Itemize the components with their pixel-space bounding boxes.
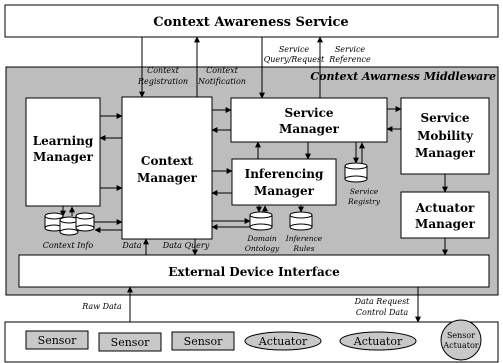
- device-sensor-actuator: Sensor Actuator: [440, 319, 482, 361]
- connectors: [60, 36, 448, 323]
- device-sensor-actuator-label-1: Sensor: [447, 331, 475, 340]
- learning-manager-label-1: Learning: [33, 134, 94, 148]
- service-mobility-manager-label-2: Mobility: [417, 129, 474, 143]
- device-sensor-2-label: Sensor: [111, 336, 150, 349]
- service-mobility-manager-label-3: Manager: [415, 146, 476, 160]
- device-sensor-3: Sensor: [171, 331, 235, 351]
- label-data-query: Data Query: [162, 241, 210, 250]
- inferencing-manager-box: [231, 158, 337, 206]
- label-inference-rules-2: Rules: [292, 244, 314, 253]
- actuator-manager-label-1: Actuator: [415, 201, 475, 215]
- service-manager-label-1: Service: [284, 106, 333, 120]
- service-registry-db: [344, 162, 368, 183]
- service-manager-box: [230, 97, 388, 143]
- inferencing-manager-label-2: Manager: [254, 184, 315, 198]
- external-device-interface-box: [18, 254, 490, 288]
- label-data: Data: [121, 241, 141, 250]
- device-sensor-1-label: Sensor: [38, 334, 77, 347]
- label-data-request-2: Control Data: [356, 308, 408, 317]
- label-service-reference-1: Service: [335, 45, 366, 54]
- label-data-request-1: Data Request: [354, 297, 411, 306]
- label-domain-ontology-1: Domain: [246, 234, 277, 243]
- device-actuator-1: Actuator: [244, 331, 322, 351]
- label-context-registration-1: Context: [147, 66, 180, 75]
- service-mobility-manager-label-1: Service: [420, 111, 469, 125]
- actuator-manager-label-2: Manager: [415, 217, 476, 231]
- actuator-manager-box: [400, 191, 490, 239]
- external-device-interface-label: External Device Interface: [168, 265, 340, 279]
- device-sensor-actuator-label-2: Actuator: [442, 341, 478, 350]
- learning-manager-box: [25, 97, 101, 207]
- device-actuator-1-label: Actuator: [258, 335, 308, 348]
- context-manager-label-1: Context: [141, 154, 194, 168]
- label-context-notification-2: Notification: [197, 77, 246, 86]
- middleware-title: Context Awarness Middleware: [310, 70, 496, 83]
- device-sensor-1: Sensor: [25, 330, 89, 350]
- context-manager-box: [121, 96, 213, 240]
- device-sensor-2: Sensor: [98, 332, 162, 352]
- context-manager-label-2: Manager: [137, 171, 198, 185]
- label-service-registry-2: Registry: [347, 197, 381, 206]
- label-service-query-2: Query/Request: [264, 55, 325, 64]
- label-context-registration-2: Registration: [137, 77, 188, 86]
- device-actuator-2-label: Actuator: [353, 335, 403, 348]
- label-context-info: Context Info: [43, 241, 94, 250]
- inferencing-manager-label-1: Inferencing: [245, 167, 324, 181]
- label-service-query-1: Service: [279, 45, 310, 54]
- inference-rules-db: [289, 211, 313, 231]
- label-raw-data: Raw Data: [81, 302, 122, 311]
- label-domain-ontology-2: Ontology: [245, 244, 280, 253]
- context-awareness-service-box: [4, 4, 499, 38]
- device-sensor-3-label: Sensor: [184, 335, 223, 348]
- label-service-registry-1: Service: [350, 187, 379, 196]
- label-inference-rules-1: Inference: [285, 234, 323, 243]
- label-service-reference-2: Reference: [328, 55, 371, 64]
- domain-ontology-db: [249, 211, 273, 231]
- device-actuator-2: Actuator: [339, 331, 417, 351]
- service-manager-label-2: Manager: [279, 122, 340, 136]
- label-context-notification-1: Context: [206, 66, 239, 75]
- context-awareness-service-label: Context Awareness Service: [153, 15, 348, 30]
- service-mobility-manager-box: [400, 97, 490, 175]
- learning-manager-label-2: Manager: [33, 150, 94, 164]
